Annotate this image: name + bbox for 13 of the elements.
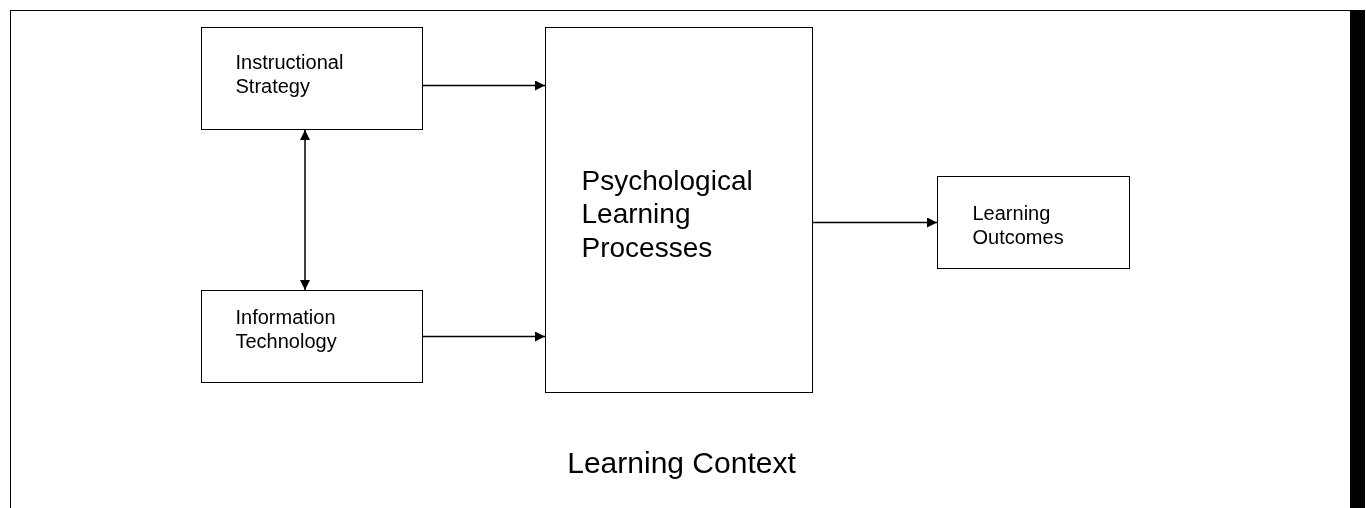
box-label: Information Technology — [235, 304, 338, 353]
arrow — [422, 80, 546, 91]
double-arrow — [300, 129, 310, 291]
process-box — [200, 289, 423, 383]
process-box — [936, 175, 1130, 269]
box-label: Psychological Learning Processes — [581, 163, 754, 265]
process-box — [544, 26, 813, 393]
process-box — [200, 26, 423, 130]
box-label: Learning Outcomes — [972, 200, 1065, 249]
arrow — [812, 217, 938, 228]
arrow — [422, 331, 546, 342]
box-label: Instructional Strategy — [235, 49, 345, 98]
frame-title: Learning Context — [566, 445, 797, 481]
